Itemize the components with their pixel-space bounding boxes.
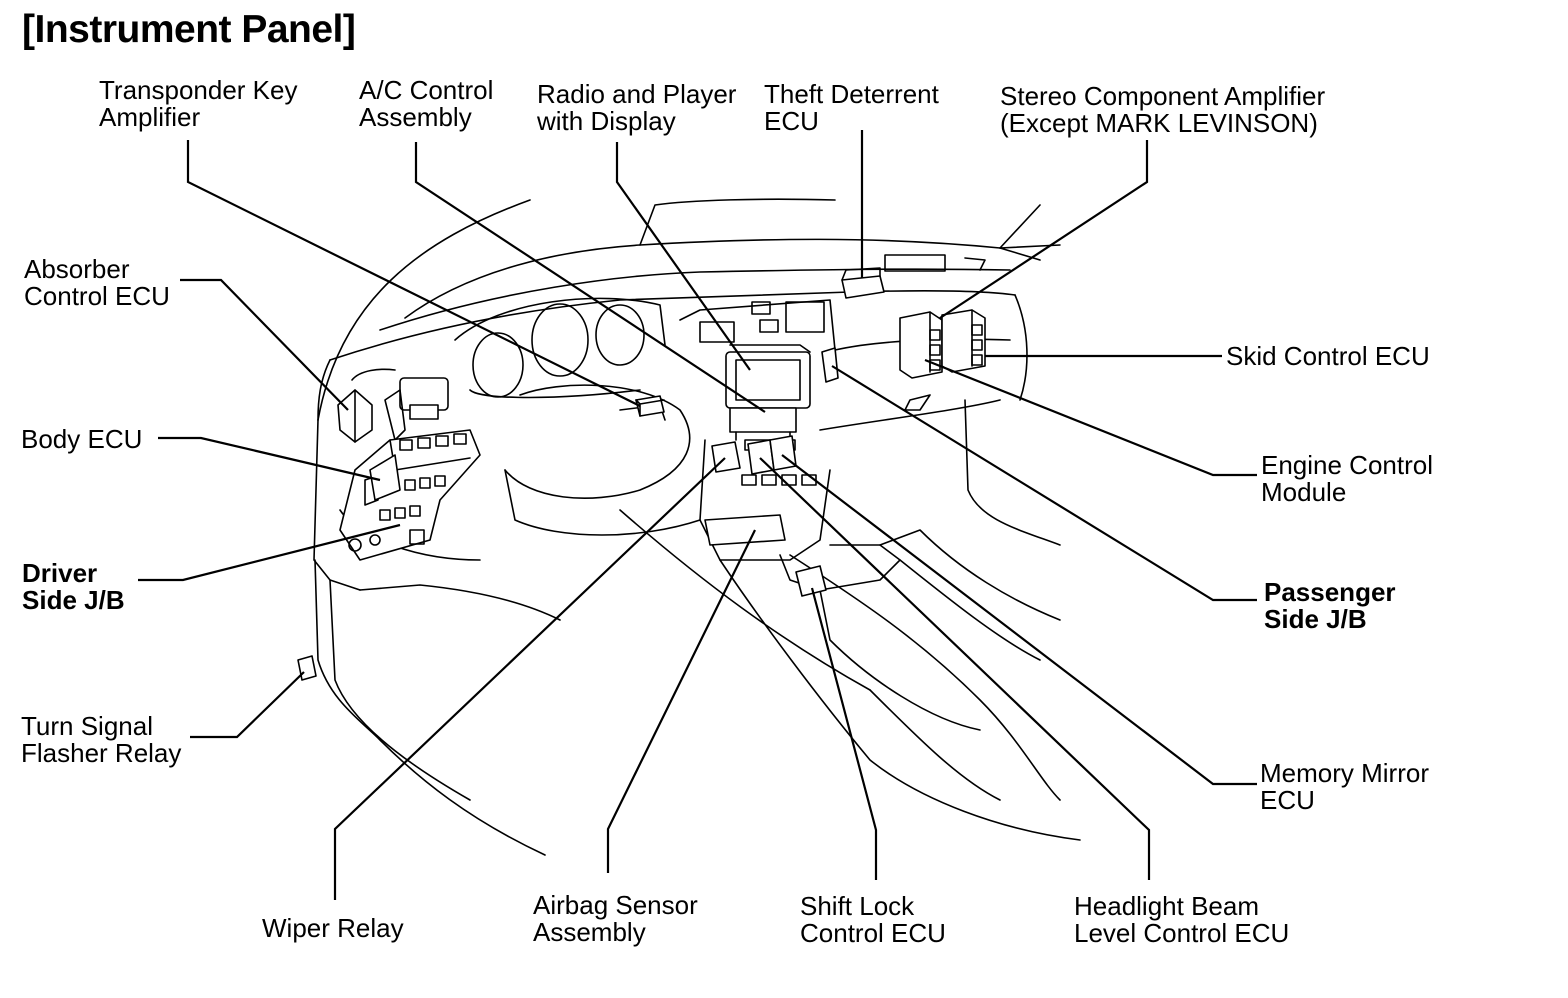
label-passenger-side-jb: Passenger Side J/B xyxy=(1264,577,1396,634)
label-ac-control-assembly: A/C Control Assembly xyxy=(359,75,494,132)
leader-transponder xyxy=(186,140,641,407)
label-skid-control-ecu: Skid Control ECU xyxy=(1226,341,1430,371)
steering-area xyxy=(504,384,691,499)
label-theft-deterrent-ecu: Theft Deterrent ECU xyxy=(764,79,939,136)
passenger-jb-part xyxy=(821,347,839,383)
label-memory-mirror-ecu: Memory Mirror ECU xyxy=(1260,758,1429,815)
label-radio-and-player: Radio and Player with Display xyxy=(537,79,737,136)
leader-body-ecu xyxy=(158,436,381,482)
label-driver-side-jb: Driver Side J/B xyxy=(22,558,125,615)
leader-absorber xyxy=(180,278,349,411)
label-headlight-beam-level-control-ecu: Headlight Beam Level Control ECU xyxy=(1074,891,1290,948)
center-console xyxy=(679,299,836,351)
label-shift-lock-control-ecu: Shift Lock Control ECU xyxy=(800,891,946,948)
leader-engine xyxy=(924,358,1257,477)
leader-headlight xyxy=(759,457,1151,880)
leader-driver-jb xyxy=(138,523,401,582)
diagram-title: [Instrument Panel] xyxy=(22,8,356,51)
shift-lock-ecu-part xyxy=(795,565,827,597)
dashboard-top xyxy=(329,289,1016,361)
theft-deterrent-ecu-part xyxy=(841,267,885,299)
leader-shift-lock xyxy=(810,587,878,880)
absorber-control-ecu-part xyxy=(337,389,373,443)
windshield-outline xyxy=(317,199,531,421)
label-stereo-component-amplifier: Stereo Component Amplifier (Except MARK … xyxy=(1000,81,1326,138)
leader-radio xyxy=(615,142,751,371)
leader-turn-signal xyxy=(190,671,305,739)
label-engine-control-module: Engine Control Module xyxy=(1261,450,1433,507)
label-airbag-sensor-assembly: Airbag Sensor Assembly xyxy=(533,890,698,947)
label-absorber-control-ecu: Absorber Control ECU xyxy=(24,254,170,311)
leader-ac-control xyxy=(414,142,766,413)
label-body-ecu: Body ECU xyxy=(21,424,143,454)
label-transponder-key-amplifier: Transponder Key Amplifier xyxy=(99,75,298,132)
body-ecu-part xyxy=(369,454,401,501)
label-turn-signal-flasher-relay: Turn Signal Flasher Relay xyxy=(21,711,182,768)
leader-wiper xyxy=(333,457,726,900)
leader-passenger-jb xyxy=(831,365,1257,602)
leader-stereo xyxy=(939,140,1149,319)
leader-airbag xyxy=(606,529,756,873)
leader-memory-mirror xyxy=(781,454,1257,786)
label-wiper-relay: Wiper Relay xyxy=(262,913,404,943)
